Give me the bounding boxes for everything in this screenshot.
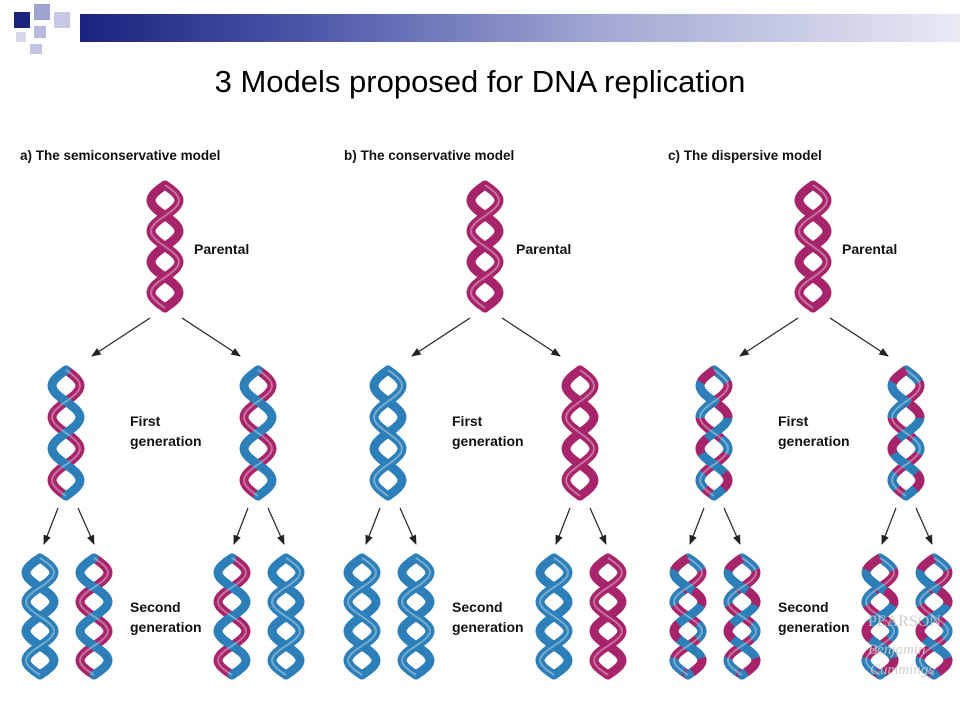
- panel-title-dispersive: c) The dispersive model: [668, 148, 822, 163]
- label-generation: generation: [452, 433, 524, 449]
- label-parental: Parental: [194, 241, 249, 257]
- second-gen-helix: [397, 553, 435, 680]
- second-gen-helix: [75, 553, 113, 680]
- replication-diagram: a) The semiconservative model b) The con…: [20, 148, 953, 680]
- label-parental: Parental: [516, 241, 571, 257]
- first-gen-helix: [561, 365, 599, 501]
- label-generation: generation: [452, 619, 524, 635]
- second-gen-helix: [861, 553, 899, 680]
- second-gen-helix: [589, 553, 627, 680]
- label-generation: generation: [130, 619, 202, 635]
- label-parental: Parental: [842, 241, 897, 257]
- second-gen-helix: [915, 553, 953, 680]
- second-gen-helix: [535, 553, 573, 680]
- arrows: [43, 317, 933, 545]
- first-gen-helix: [887, 365, 925, 501]
- second-gen-helix: [343, 553, 381, 680]
- second-gen-helix: [669, 553, 707, 680]
- label-first: First: [778, 413, 809, 429]
- watermark-line2: Benjamin: [868, 642, 926, 658]
- header-square-light: [16, 32, 26, 42]
- watermark-line1: PEARSON: [868, 613, 941, 630]
- header-square-light: [30, 44, 42, 54]
- slide-title: 3 Models proposed for DNA replication: [214, 64, 746, 99]
- header-square-dark: [14, 12, 30, 28]
- label-generation: generation: [130, 433, 202, 449]
- second-gen-helix: [723, 553, 761, 680]
- parental-helix: [794, 180, 832, 313]
- parental-helix: [466, 180, 504, 313]
- second-gen-helix: [267, 553, 305, 680]
- label-first: First: [452, 413, 483, 429]
- header-square-light: [54, 12, 70, 28]
- label-generation: generation: [778, 619, 850, 635]
- label-generation: generation: [778, 433, 850, 449]
- second-gen-helix: [21, 553, 59, 680]
- panel-title-semiconservative: a) The semiconservative model: [20, 148, 220, 163]
- second-gen-helix: [213, 553, 251, 680]
- label-first: First: [130, 413, 161, 429]
- watermark-line3: Cummings: [870, 662, 934, 678]
- label-second: Second: [452, 599, 503, 615]
- panel-title-conservative: b) The conservative model: [344, 148, 514, 163]
- header-bar: [80, 14, 960, 42]
- first-gen-helix: [47, 365, 85, 501]
- publisher-watermark: PEARSON Benjamin Cummings: [868, 613, 941, 678]
- label-second: Second: [778, 599, 829, 615]
- label-second: Second: [130, 599, 181, 615]
- parental-helix: [146, 180, 184, 313]
- first-gen-helix: [239, 365, 277, 501]
- header-square-light: [34, 26, 46, 38]
- helices: [21, 180, 953, 680]
- first-gen-helix: [369, 365, 407, 501]
- first-gen-helix: [695, 365, 733, 501]
- header-square-light: [34, 4, 50, 20]
